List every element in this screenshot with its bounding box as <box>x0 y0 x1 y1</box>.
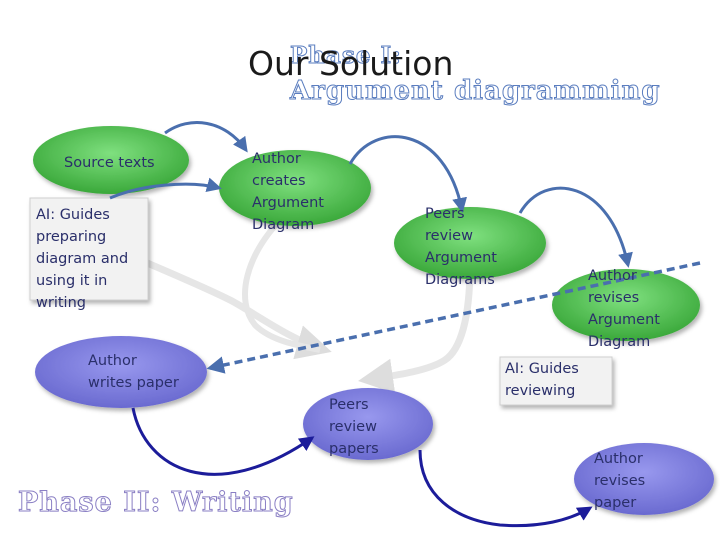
label-peers-review-diagrams: Peers review Argument Diagrams <box>425 203 497 291</box>
line: creates <box>252 173 306 189</box>
node-author-creates-diagram <box>219 150 371 226</box>
line: Argument <box>425 250 497 266</box>
line: Peers <box>329 397 369 413</box>
line: writes paper <box>88 375 179 391</box>
line: Author <box>594 451 643 467</box>
line: Diagram <box>588 334 651 350</box>
arrow-peers-papers-to-author-revises <box>418 449 593 528</box>
line: revises <box>588 290 640 306</box>
arrow-author-writes-to-peers-papers <box>131 407 315 476</box>
node-ai-guides-preparing <box>29 197 149 301</box>
line: using it in <box>36 273 108 289</box>
line: paper <box>594 495 637 511</box>
node-ai-guides-reviewing <box>499 356 613 406</box>
slide-title: Our Solution <box>248 44 454 83</box>
line: Argument <box>588 312 660 328</box>
label-author-revises-diagram: Author revises Argument Diagram <box>588 265 660 353</box>
phase2-heading: Phase II: Writing <box>18 487 294 519</box>
arrow-author-creates-to-peers <box>348 135 467 213</box>
node-peers-review-diagrams <box>394 207 546 279</box>
label-ai-guides-preparing: AI: Guides preparing diagram and using i… <box>36 204 128 314</box>
line: review <box>329 419 377 435</box>
phase1-subheading: Argument diagramming <box>290 76 661 107</box>
node-author-revises-paper <box>574 443 714 515</box>
node-author-revises-diagram <box>552 269 700 341</box>
line: review <box>425 228 473 244</box>
label-ai-guides-reviewing: AI: Guides reviewing <box>505 358 579 402</box>
line: Diagram <box>252 217 315 233</box>
line: Author <box>588 268 637 284</box>
line: Diagrams <box>425 272 495 288</box>
phase1-heading: Phase I: <box>290 42 402 70</box>
label-author-creates: Author creates Argument Diagram <box>252 148 324 236</box>
label-source-texts: Source texts <box>64 155 155 171</box>
node-source-texts <box>33 126 189 194</box>
label-author-revises-paper: Author revises paper <box>594 448 645 514</box>
label-author-writes-paper: Author writes paper <box>88 350 179 394</box>
line: preparing <box>36 229 107 245</box>
line: diagram and <box>36 251 129 267</box>
flow-curve-ai-reviewing <box>358 264 474 394</box>
label-peers-review-papers: Peers review papers <box>329 394 379 460</box>
line: AI: Guides <box>505 361 579 377</box>
line: AI: Guides <box>36 207 110 223</box>
line: writing <box>36 295 86 311</box>
node-author-writes-paper <box>35 336 207 408</box>
line: Author <box>88 353 137 369</box>
line: revises <box>594 473 646 489</box>
line: Peers <box>425 206 465 222</box>
line: reviewing <box>505 383 576 399</box>
line: Author <box>252 151 301 167</box>
arrow-peers-to-author-revises <box>518 186 633 268</box>
arrow-ai-to-author-creates <box>109 177 222 200</box>
flow-curve-author-creates-down <box>242 212 321 353</box>
node-peers-review-papers <box>303 388 433 460</box>
line: papers <box>329 441 379 457</box>
dashed-transition-arrow <box>206 261 701 374</box>
arrow-source-to-author-creates <box>164 121 248 153</box>
line: Argument <box>252 195 324 211</box>
